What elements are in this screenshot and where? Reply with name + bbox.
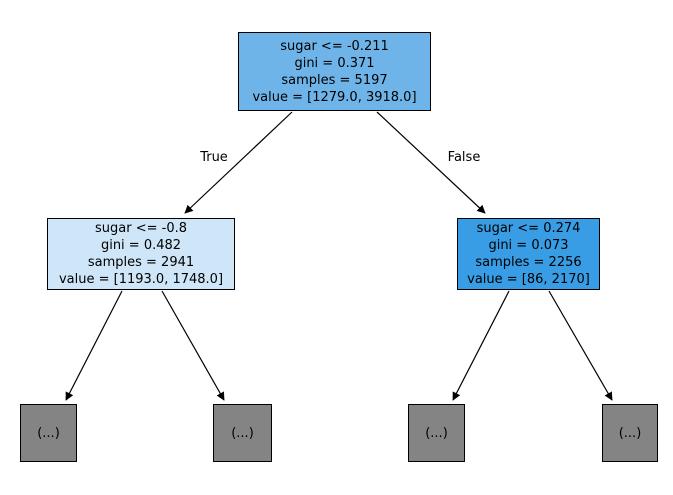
root-node: sugar <= -0.211 gini = 0.371 samples = 5… [238,32,431,111]
root-node-value: value = [1279.0, 3918.0] [252,89,417,105]
right-child-node: sugar <= 0.274 gini = 0.073 samples = 22… [457,218,600,290]
edge-left-to-leaf1-arrow [65,290,123,401]
right-child-gini: gini = 0.073 [488,238,569,253]
root-node-condition: sugar <= -0.211 [280,38,389,54]
root-node-samples: samples = 5197 [281,72,388,88]
edge-right-to-leaf3-arrow [452,290,510,401]
root-node-gini: gini = 0.371 [294,55,375,71]
left-child-node: sugar <= -0.8 gini = 0.482 samples = 294… [47,218,235,290]
collapsed-leaf-node-4: (...) [602,404,658,462]
right-child-samples: samples = 2256 [475,255,582,270]
collapsed-leaf-label: (...) [231,425,254,441]
collapsed-leaf-node-3: (...) [408,404,465,462]
collapsed-leaf-label: (...) [37,425,60,441]
edge-left-to-leaf2-arrow [161,290,225,401]
left-child-condition: sugar <= -0.8 [95,221,187,236]
left-child-gini: gini = 0.482 [100,238,182,253]
right-child-condition: sugar <= 0.274 [476,221,581,236]
false-branch-label: False [447,150,481,165]
true-branch-label: True [200,150,228,165]
left-child-samples: samples = 2941 [87,255,195,270]
collapsed-leaf-label: (...) [425,425,448,441]
edge-root-to-right-arrow [376,111,486,214]
edge-right-to-leaf4-arrow [548,290,613,401]
collapsed-leaf-node-2: (...) [213,404,272,462]
left-child-value: value = [1193.0, 1748.0] [58,272,224,287]
edge-root-to-left-arrow [184,111,293,214]
right-child-value: value = [86, 2170] [467,272,590,287]
collapsed-leaf-label: (...) [618,425,642,441]
collapsed-leaf-node-1: (...) [20,404,77,462]
